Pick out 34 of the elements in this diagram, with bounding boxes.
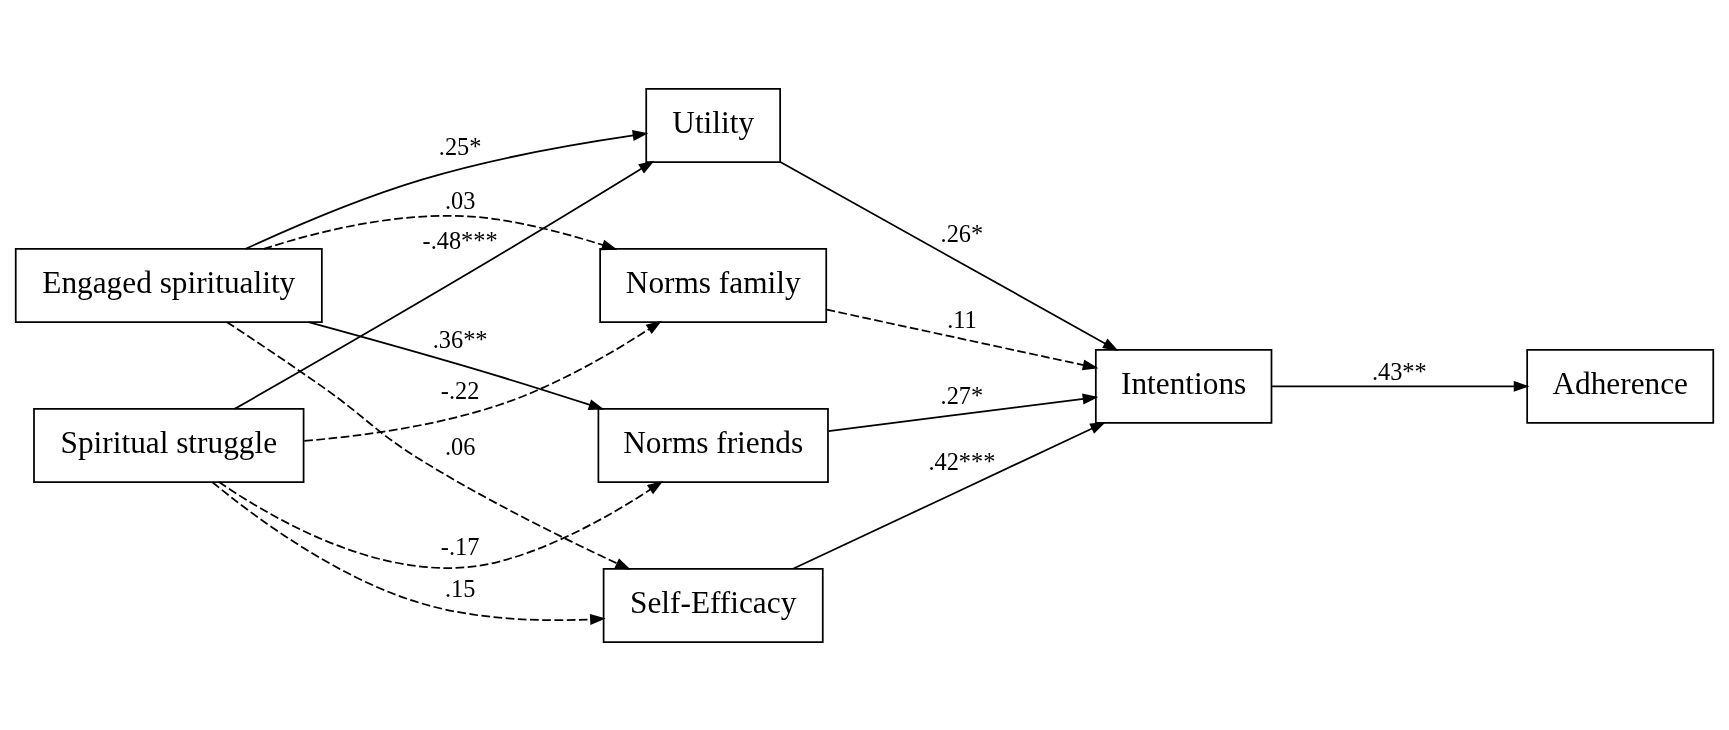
node-box: Norms friends (597, 407, 829, 483)
arrow (244, 129, 649, 250)
arrow (218, 480, 664, 569)
node-box: Norms family (599, 247, 828, 323)
arrow (827, 392, 1099, 432)
arrow (825, 308, 1099, 370)
edge-label: -.48*** (422, 226, 498, 254)
arrow (1271, 380, 1530, 392)
arrow (307, 320, 605, 410)
arrow (792, 421, 1106, 570)
edge-label: -.17 (440, 532, 480, 560)
node-box: Intentions (1094, 348, 1273, 424)
arrow (262, 214, 618, 250)
node-box: Spiritual struggle (33, 407, 305, 483)
edge-label: .43** (1371, 357, 1427, 385)
node-box: Utility (645, 87, 781, 163)
arrow (233, 160, 655, 410)
arrow (779, 160, 1119, 351)
node-box: Adherence (1526, 348, 1715, 424)
edge-label: .25* (438, 132, 482, 160)
edge-label: .36** (432, 325, 488, 353)
edge-label: -.22 (440, 376, 480, 404)
edge-label: .03 (444, 186, 476, 214)
edge-label: .27* (940, 381, 984, 409)
edge-label: .06 (444, 432, 476, 460)
edge-label: .42*** (928, 447, 996, 475)
arrow (303, 320, 662, 442)
edge-label: .11 (947, 305, 977, 333)
arrow (226, 320, 631, 570)
edge-label: .15 (444, 574, 476, 602)
arrow (211, 480, 606, 625)
edge-label: .26* (940, 219, 984, 247)
node-box: Self-Efficacy (602, 567, 824, 643)
node-box: Engaged spirituality (14, 247, 323, 323)
